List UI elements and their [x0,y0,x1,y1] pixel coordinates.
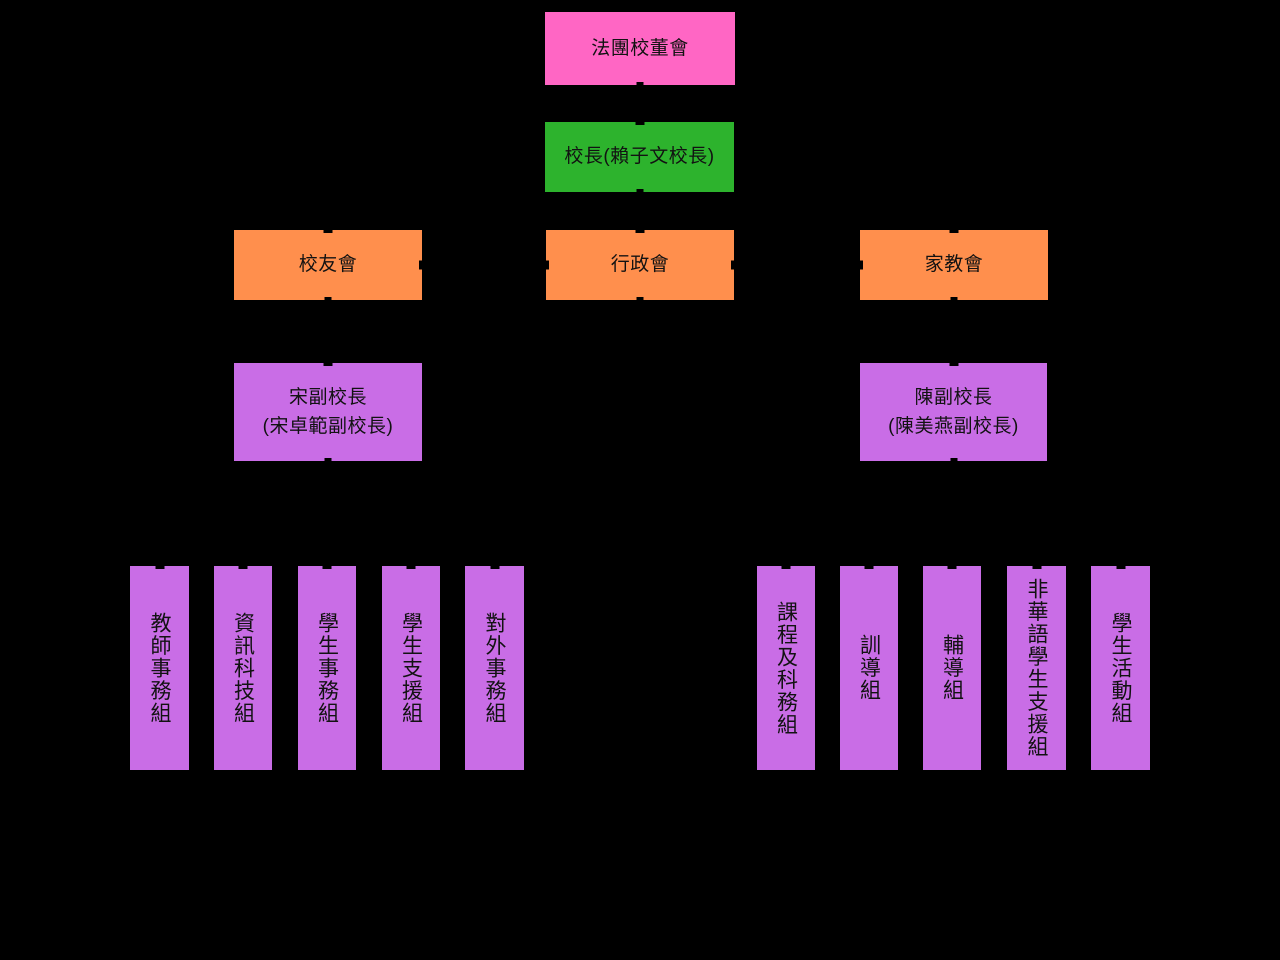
connector-arrowhead [635,122,644,125]
vice-principal-title: 陳副校長 [914,386,993,408]
connector-stub [636,189,643,192]
org-node-team-external-affairs: 對外事務組 [465,566,524,770]
org-node-team-teacher-affairs: 教師事務組 [130,566,189,770]
connector-arrowhead [238,566,248,569]
org-node-vice-principal-chan: 陳副校長 (陳美燕副校長) [860,363,1047,461]
org-node-label: 校友會 [298,254,358,276]
org-node-label: 宋副校長 (宋卓範副校長) [263,383,394,442]
org-node-label: 非華語學生支援組 [1025,578,1048,758]
org-node-principal: 校長(賴子文校長) [545,122,734,192]
org-node-team-discipline: 訓導組 [840,566,898,770]
org-node-team-student-activities: 學生活動組 [1091,566,1150,770]
connector-stub [636,82,644,85]
connector-stub [950,297,958,300]
org-node-label: 課程及科務組 [774,600,798,736]
org-node-label: 教師事務組 [148,611,171,725]
connector-arrowhead [323,230,333,233]
connector-arrowhead [155,566,164,569]
connector-arrowhead [323,363,333,366]
org-node-vice-principal-song: 宋副校長 (宋卓範副校長) [234,363,422,461]
connector-arrowhead [419,260,422,270]
connector-arrowhead [1032,566,1041,569]
org-node-label: 學生活動組 [1109,611,1132,725]
org-node-label: 學生支援組 [399,611,423,725]
vice-principal-name: (陳美燕副校長) [888,416,1019,437]
org-node-label: 法團校董會 [591,37,689,59]
connector-arrowhead [947,566,957,569]
org-node-label: 輔導組 [940,634,964,702]
connector-arrowhead [949,230,959,233]
org-node-team-student-affairs: 學生事務組 [298,566,356,770]
org-node-board: 法團校董會 [545,12,735,85]
org-node-parent-teacher-association: 家教會 [860,230,1048,300]
connector-arrowhead [860,260,863,270]
org-node-label: 對外事務組 [483,611,506,725]
vice-principal-title: 宋副校長 [288,386,367,408]
connector-arrowhead [322,566,332,569]
connector-arrowhead [1116,566,1125,569]
connector-stub [324,458,332,461]
org-node-admin-council: 行政會 [546,230,734,300]
org-node-label: 資訊科技組 [231,611,255,725]
org-node-team-information-technology: 資訊科技組 [214,566,272,770]
connector-arrowhead [635,230,645,233]
org-node-team-student-support: 學生支援組 [382,566,440,770]
connector-stub [546,260,549,270]
org-node-label: 校長(賴子文校長) [564,146,715,168]
connector-arrowhead [406,566,416,569]
org-node-label: 訓導組 [857,634,881,702]
connector-arrowhead [490,566,499,569]
org-node-team-curriculum-subject-affairs: 課程及科務組 [757,566,815,770]
connector-stub [950,458,957,461]
connector-arrowhead [864,566,874,569]
connector-arrowhead [781,566,791,569]
connector-stub [636,297,644,300]
connector-arrowhead [949,363,958,366]
org-node-label: 陳副校長 (陳美燕副校長) [888,383,1019,442]
connector-stub [324,297,332,300]
org-node-label: 行政會 [610,254,670,276]
org-node-team-ncs-student-support: 非華語學生支援組 [1007,566,1066,770]
vice-principal-name: (宋卓範副校長) [262,416,394,437]
org-node-label: 家教會 [924,254,984,276]
org-node-team-counselling: 輔導組 [923,566,981,770]
org-node-alumni-association: 校友會 [234,230,422,300]
org-node-label: 學生事務組 [315,611,339,725]
connector-stub [731,260,734,270]
